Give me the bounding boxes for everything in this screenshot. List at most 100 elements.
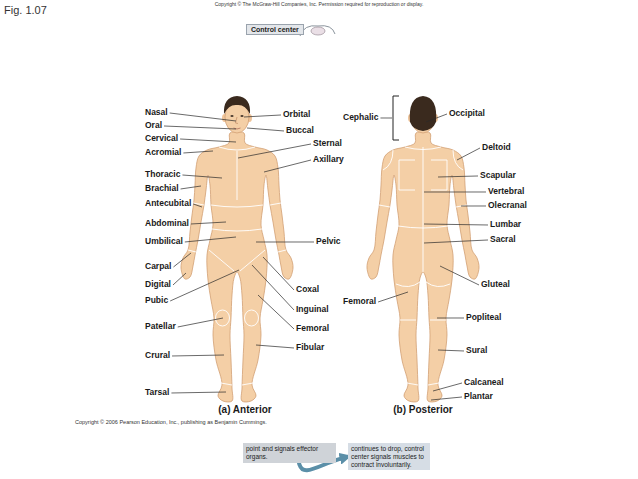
region-line <box>242 383 253 385</box>
region-line <box>237 151 238 200</box>
region-label: Brachial <box>145 184 179 194</box>
region-label: Thoracic <box>145 170 180 180</box>
body-figures <box>181 96 479 402</box>
leader-line <box>438 350 464 352</box>
control-center-icon <box>300 26 335 36</box>
region-line <box>240 250 265 271</box>
leader-line <box>181 186 201 189</box>
region-label: Femoral <box>296 324 329 334</box>
leader-line <box>172 355 224 357</box>
region-label: Popliteal <box>466 313 501 323</box>
leader-line <box>173 253 191 267</box>
leader-line <box>461 205 486 206</box>
region-line <box>209 250 234 271</box>
nose <box>236 117 239 124</box>
leader-line <box>164 126 236 129</box>
leader-line <box>185 237 236 242</box>
leader-line <box>244 115 281 117</box>
region-label: Axillary <box>313 155 344 165</box>
process-box: continues to drop, control center signal… <box>348 443 430 470</box>
leader-line <box>238 144 311 158</box>
region-label: Pelvic <box>316 237 341 247</box>
posterior-figure <box>367 96 479 402</box>
view-caption: (a) Anterior <box>218 404 272 416</box>
leader-line <box>457 148 480 160</box>
leader-line <box>264 160 311 172</box>
box-text: point and signals effector organs. <box>246 445 333 461</box>
region-line <box>278 250 286 252</box>
region-label: Inguinal <box>296 305 329 315</box>
copyright-note: Copyright © 2006 Pearson Education, Inc.… <box>75 419 267 425</box>
box-text: continues to drop, control center signal… <box>351 445 427 468</box>
region-label: Sternal <box>313 139 342 149</box>
region-line <box>245 310 259 326</box>
region-label: Fibular <box>296 343 324 353</box>
hair <box>224 96 250 114</box>
region-line <box>399 160 415 190</box>
region-line <box>396 282 420 287</box>
leader-line <box>378 292 408 302</box>
region-label: Occipital <box>449 109 485 119</box>
region-line <box>400 320 416 321</box>
eye <box>240 115 243 117</box>
region-line <box>211 205 263 207</box>
region-label: Pubic <box>145 296 168 306</box>
region-label: Buccal <box>286 126 314 136</box>
region-label: Crural <box>145 351 170 361</box>
region-line <box>426 282 450 287</box>
region-label: Sural <box>466 346 487 356</box>
leader-lines <box>164 113 488 400</box>
leader-line <box>180 139 236 142</box>
leader-line <box>426 114 447 122</box>
leader-line <box>433 383 462 391</box>
anterior-figure <box>181 96 293 402</box>
leader-line <box>438 176 478 177</box>
control-center-box: Control center <box>246 24 304 35</box>
leader-line <box>440 266 479 285</box>
leader-line <box>193 204 202 207</box>
leader-line <box>191 222 226 224</box>
region-line <box>270 203 281 205</box>
region-label: Cervical <box>145 134 178 144</box>
body-outline <box>181 131 293 402</box>
leader-line <box>170 270 239 301</box>
region-line <box>428 383 439 385</box>
leader-line <box>170 113 236 121</box>
region-label: Scapular <box>480 171 516 181</box>
region-label: Patellar <box>145 322 176 332</box>
leader-line <box>247 128 284 131</box>
region-line <box>188 250 196 252</box>
region-label: Carpal <box>145 262 171 272</box>
box-text: Control center <box>251 26 299 33</box>
region-line <box>453 150 463 170</box>
region-label: Deltoid <box>482 143 511 153</box>
cephalic-bracket <box>393 96 399 140</box>
leader-line <box>256 241 314 242</box>
region-line <box>383 150 393 170</box>
region-label: Gluteal <box>481 280 510 290</box>
region-label: Sacral <box>490 235 516 245</box>
region-label: Tarsal <box>145 388 169 398</box>
region-label: Oral <box>145 121 162 131</box>
region-label: Nasal <box>145 108 168 118</box>
leader-line <box>173 273 186 285</box>
copyright-note: Copyright © The McGraw-Hill Companies, I… <box>215 2 424 8</box>
leader-line <box>182 175 222 178</box>
leader-line <box>431 397 462 400</box>
hair <box>410 96 436 131</box>
leader-line <box>424 191 486 192</box>
region-label: Plantar <box>464 392 493 402</box>
leader-line <box>263 257 294 290</box>
region-line <box>407 383 418 385</box>
region-label: Femoral <box>343 297 376 307</box>
leader-line <box>437 317 464 318</box>
leader-line <box>424 240 488 243</box>
region-label: Digital <box>145 280 171 290</box>
leader-line <box>380 117 392 118</box>
region-label: Coxal <box>296 285 319 295</box>
leader-line <box>252 265 294 310</box>
process-box: point and signals effector organs. <box>243 443 336 463</box>
region-label: Umbilical <box>145 237 183 247</box>
leader-line <box>256 345 294 348</box>
